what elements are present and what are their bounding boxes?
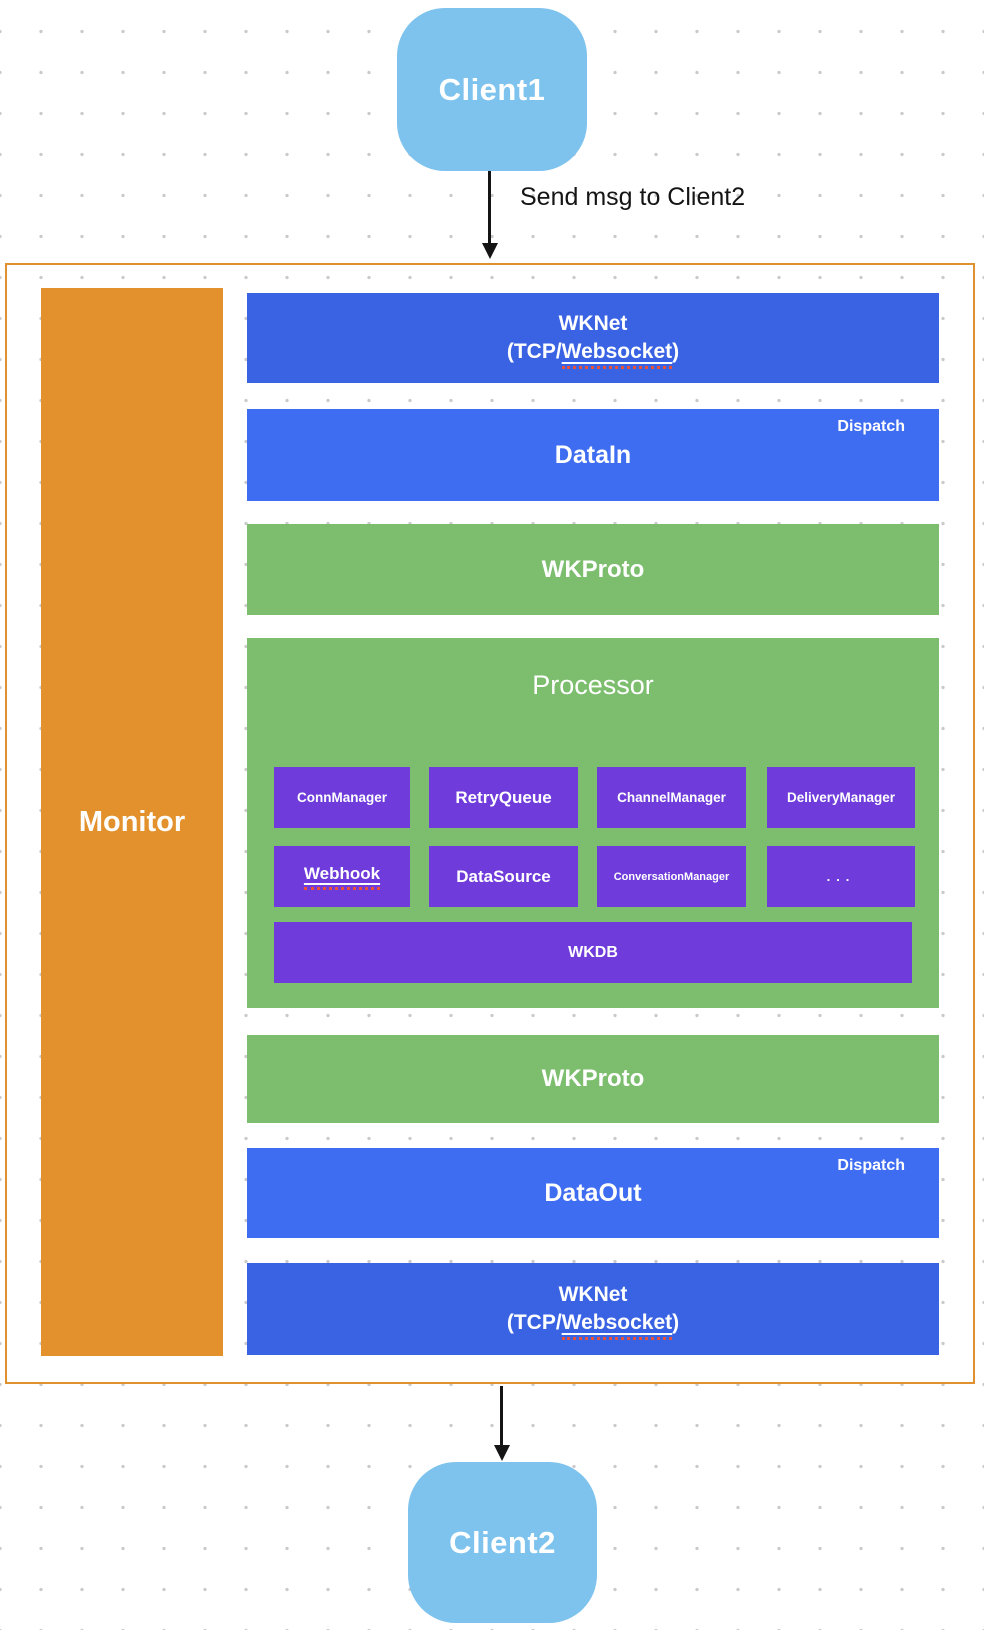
wknet-in-subtitle: (TCP/Websocket)	[507, 338, 679, 369]
wknet-out-subtitle: (TCP/Websocket)	[507, 1309, 679, 1340]
module-webhook: Webhook	[274, 846, 410, 907]
monitor-node: Monitor	[41, 288, 223, 1356]
websocket-underlined-word: Websocket	[561, 340, 673, 369]
module-more-ellipsis: ...	[767, 846, 915, 907]
webhook-underlined-word: Webhook	[303, 864, 381, 890]
client2-label: Client2	[449, 1524, 556, 1560]
flow-annotation: Send msg to Client2	[520, 183, 746, 211]
wknet-out-node: WKNet (TCP/Websocket)	[247, 1263, 939, 1355]
client2-node: Client2	[408, 1462, 597, 1623]
module-deliverymanager: DeliveryManager	[767, 767, 915, 828]
client1-label: Client1	[438, 71, 546, 107]
wknet-in-title: WKNet	[558, 312, 628, 335]
websocket-underlined-word: Websocket	[561, 1311, 673, 1340]
dataout-dispatch-badge: Dispatch	[837, 1157, 905, 1174]
arrow-server-to-client2-line	[500, 1386, 503, 1445]
module-conversationmanager: ConversationManager	[597, 846, 746, 907]
wkproto-out-title: WKProto	[541, 1065, 645, 1092]
module-connmanager: ConnManager	[274, 767, 410, 828]
arrow-server-to-client2-head-icon	[494, 1445, 510, 1461]
datain-title: DataIn	[554, 440, 632, 469]
module-retryqueue: RetryQueue	[429, 767, 578, 828]
processor-node: Processor ConnManager RetryQueue Channel…	[247, 638, 939, 1008]
dataout-node: Dispatch DataOut	[247, 1148, 939, 1238]
client1-node: Client1	[397, 8, 587, 171]
datain-dispatch-badge: Dispatch	[837, 418, 905, 435]
processor-title: Processor	[532, 670, 654, 700]
module-channelmanager: ChannelManager	[597, 767, 746, 828]
module-datasource: DataSource	[429, 846, 578, 907]
arrow-client1-to-server-head-icon	[482, 243, 498, 259]
wknet-in-node: WKNet (TCP/Websocket)	[247, 293, 939, 383]
wkproto-in-node: WKProto	[247, 524, 939, 615]
monitor-label: Monitor	[78, 805, 186, 838]
server-container: Monitor WKNet (TCP/Websocket) Dispatch D…	[5, 263, 975, 1384]
datain-node: Dispatch DataIn	[247, 409, 939, 501]
module-wkdb: WKDB	[274, 922, 912, 983]
wkproto-in-title: WKProto	[541, 555, 645, 583]
arrow-client1-to-server-line	[488, 171, 491, 243]
wknet-out-title: WKNet	[558, 1283, 628, 1306]
dataout-title: DataOut	[544, 1178, 642, 1207]
wkproto-out-node: WKProto	[247, 1035, 939, 1123]
